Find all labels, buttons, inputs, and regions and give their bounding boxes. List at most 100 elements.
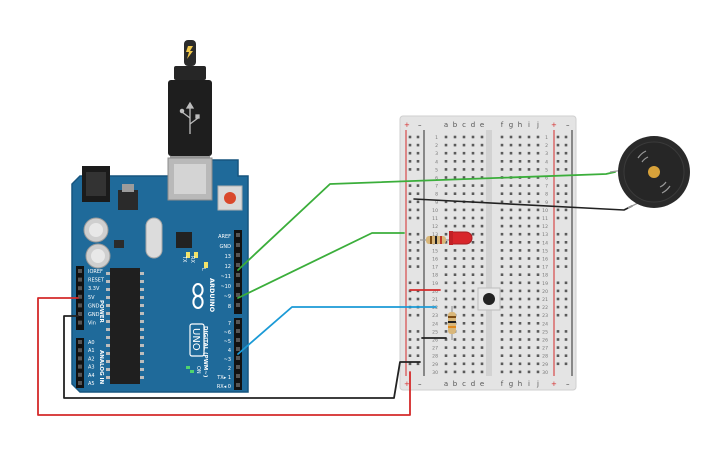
breadboard-hole[interactable] xyxy=(453,273,457,276)
breadboard-hole[interactable] xyxy=(509,338,513,341)
rail-hole[interactable] xyxy=(556,249,560,252)
rail-hole[interactable] xyxy=(564,297,568,301)
digital-pin-hole[interactable] xyxy=(236,383,240,387)
rail-hole[interactable] xyxy=(408,241,412,244)
breadboard-hole[interactable] xyxy=(500,143,504,147)
rail-hole[interactable] xyxy=(416,289,420,293)
breadboard-hole[interactable] xyxy=(500,281,504,285)
breadboard-hole[interactable] xyxy=(462,313,466,317)
breadboard-hole[interactable] xyxy=(536,305,540,309)
breadboard-hole[interactable] xyxy=(536,338,540,341)
breadboard-hole[interactable] xyxy=(462,322,466,325)
breadboard-hole[interactable] xyxy=(480,370,484,374)
breadboard-hole[interactable] xyxy=(536,273,540,276)
led[interactable] xyxy=(449,231,473,245)
breadboard-hole[interactable] xyxy=(509,330,513,333)
breadboard-hole[interactable] xyxy=(480,192,484,195)
breadboard-hole[interactable] xyxy=(453,176,457,179)
breadboard-hole[interactable] xyxy=(509,313,513,317)
breadboard-hole[interactable] xyxy=(480,184,484,187)
rail-hole[interactable] xyxy=(564,200,568,204)
rail-hole[interactable] xyxy=(416,257,420,260)
rail-hole[interactable] xyxy=(564,184,568,187)
breadboard-hole[interactable] xyxy=(453,257,457,260)
rail-hole[interactable] xyxy=(564,289,568,293)
breadboard-hole[interactable] xyxy=(462,257,466,260)
breadboard-hole[interactable] xyxy=(536,176,540,179)
breadboard-hole[interactable] xyxy=(471,216,475,220)
breadboard-hole[interactable] xyxy=(527,346,531,349)
breadboard-hole[interactable] xyxy=(444,281,448,285)
breadboard-hole[interactable] xyxy=(518,313,522,317)
rail-hole[interactable] xyxy=(416,249,420,252)
breadboard-hole[interactable] xyxy=(536,330,540,333)
breadboard-hole[interactable] xyxy=(527,265,531,268)
breadboard-hole[interactable] xyxy=(480,346,484,349)
rail-hole[interactable] xyxy=(556,232,560,236)
breadboard-hole[interactable] xyxy=(509,370,513,374)
breadboard-hole[interactable] xyxy=(444,208,448,212)
breadboard-hole[interactable] xyxy=(471,370,475,374)
breadboard-hole[interactable] xyxy=(480,257,484,260)
breadboard-hole[interactable] xyxy=(509,281,513,285)
breadboard-hole[interactable] xyxy=(480,160,484,163)
breadboard-hole[interactable] xyxy=(509,257,513,260)
breadboard-hole[interactable] xyxy=(480,232,484,236)
rail-hole[interactable] xyxy=(556,160,560,163)
breadboard-hole[interactable] xyxy=(527,257,531,260)
rail-hole[interactable] xyxy=(416,362,420,366)
breadboard-hole[interactable] xyxy=(471,313,475,317)
rail-hole[interactable] xyxy=(556,257,560,260)
breadboard-hole[interactable] xyxy=(462,346,466,349)
breadboard-hole[interactable] xyxy=(453,143,457,147)
breadboard-hole[interactable] xyxy=(536,160,540,163)
breadboard-hole[interactable] xyxy=(462,273,466,276)
breadboard-hole[interactable] xyxy=(444,232,448,236)
breadboard-hole[interactable] xyxy=(444,338,448,341)
breadboard-hole[interactable] xyxy=(518,135,522,139)
rail-hole[interactable] xyxy=(556,330,560,333)
power-pin-hole[interactable] xyxy=(78,303,82,308)
rail-hole[interactable] xyxy=(408,338,412,341)
arduino-board[interactable]: TX RX L ARDUINO UNO ON IOREFRESET3.3V5VG… xyxy=(71,157,249,393)
breadboard-hole[interactable] xyxy=(471,168,475,171)
breadboard-hole[interactable] xyxy=(444,241,448,244)
breadboard-hole[interactable] xyxy=(444,143,448,147)
digital-pin-hole[interactable] xyxy=(236,293,240,297)
breadboard-hole[interactable] xyxy=(527,160,531,163)
breadboard-hole[interactable] xyxy=(500,354,504,357)
rail-hole[interactable] xyxy=(416,151,420,155)
breadboard-hole[interactable] xyxy=(500,305,504,309)
rail-hole[interactable] xyxy=(416,168,420,171)
rail-hole[interactable] xyxy=(556,265,560,268)
rail-hole[interactable] xyxy=(408,168,412,171)
breadboard-hole[interactable] xyxy=(453,346,457,349)
rail-hole[interactable] xyxy=(556,338,560,341)
breadboard-hole[interactable] xyxy=(527,184,531,187)
rail-hole[interactable] xyxy=(416,338,420,341)
wire-black-gnd[interactable] xyxy=(63,315,421,399)
breadboard-hole[interactable] xyxy=(518,281,522,285)
rail-hole[interactable] xyxy=(564,362,568,366)
breadboard-hole[interactable] xyxy=(527,322,531,325)
analog-pin-hole[interactable] xyxy=(78,356,82,361)
breadboard-hole[interactable] xyxy=(480,208,484,212)
breadboard-hole[interactable] xyxy=(453,370,457,374)
analog-pin-hole[interactable] xyxy=(78,381,82,385)
breadboard-hole[interactable] xyxy=(518,338,522,341)
breadboard-hole[interactable] xyxy=(527,216,531,220)
pushbutton-cap[interactable] xyxy=(483,293,495,305)
breadboard-hole[interactable] xyxy=(453,160,457,163)
rail-hole[interactable] xyxy=(564,249,568,252)
breadboard-hole[interactable] xyxy=(527,200,531,204)
breadboard-hole[interactable] xyxy=(471,151,475,155)
breadboard-hole[interactable] xyxy=(527,273,531,276)
breadboard-hole[interactable] xyxy=(453,135,457,139)
digital-pin-hole[interactable] xyxy=(236,233,240,237)
breadboard-hole[interactable] xyxy=(444,249,448,252)
breadboard-hole[interactable] xyxy=(500,297,504,301)
breadboard-hole[interactable] xyxy=(536,346,540,349)
rail-hole[interactable] xyxy=(416,216,420,220)
breadboard-hole[interactable] xyxy=(453,151,457,155)
rail-hole[interactable] xyxy=(556,208,560,212)
